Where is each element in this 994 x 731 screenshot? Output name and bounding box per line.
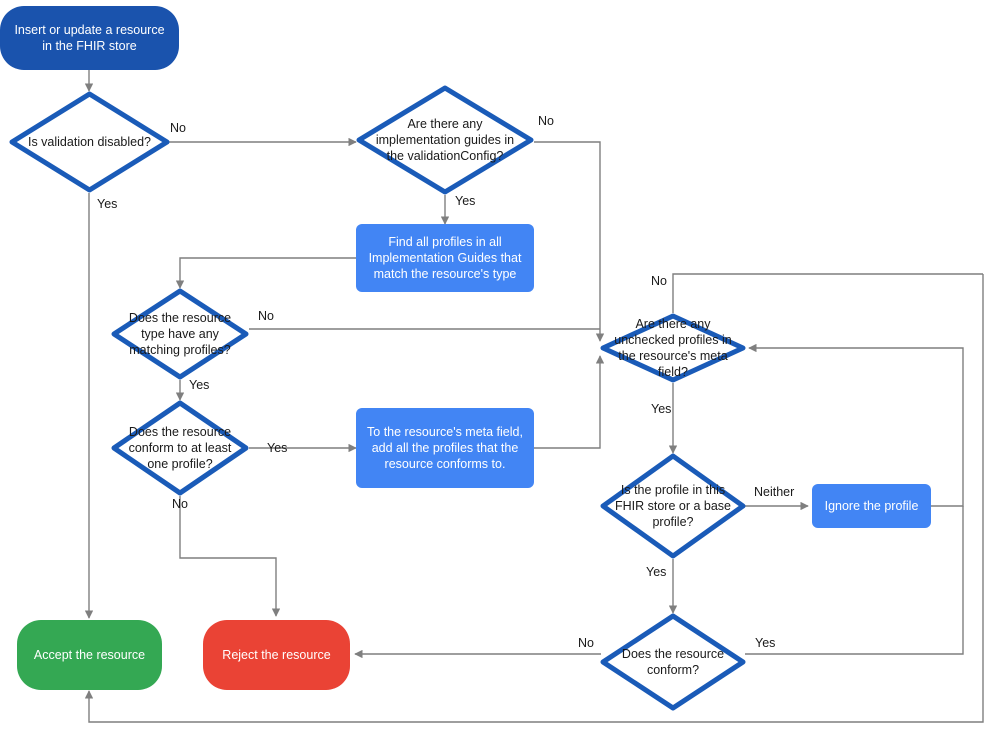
edge-label-matching-no: No [258, 309, 274, 323]
edge-outer-loopback-to-accept [84, 274, 984, 723]
edge-findprofiles-to-matching [175, 257, 356, 289]
node-find-all-profiles-label: Find all profiles in all Implementation … [368, 235, 522, 281]
diamond-shape [9, 91, 170, 193]
node-ignore-the-profile-label: Ignore the profile [824, 499, 919, 513]
diamond-shape [111, 400, 249, 496]
node-start-label: Insert or update a resource in the FHIR … [14, 23, 165, 53]
edge-conformone-no [179, 496, 281, 617]
node-are-there-implementation-guides[interactable]: Are there any implementation guides in t… [356, 85, 534, 195]
edge-label-profile-yes: Yes [646, 565, 667, 579]
node-accept-the-resource[interactable]: Accept the resource [17, 620, 162, 690]
edge-conform-yes [745, 506, 964, 655]
node-is-validation-disabled[interactable]: Is validation disabled? [9, 91, 170, 193]
diamond-shape [600, 453, 746, 559]
node-profile-in-store-or-base[interactable]: Is the profile in this FHIR store or a b… [600, 453, 746, 559]
diamond-shape [600, 613, 746, 711]
node-find-all-profiles[interactable]: Find all profiles in all Implementation … [356, 224, 534, 292]
node-add-profiles-to-meta[interactable]: To the resource's meta field, add all th… [356, 408, 534, 488]
edge-label-profile-neither: Neither [754, 485, 795, 499]
edge-label-conformone-yes: Yes [267, 441, 288, 455]
node-reject-the-resource-label: Reject the resource [222, 648, 331, 662]
node-are-there-implementation-guides-label: Are there any implementation guides in t… [375, 117, 515, 163]
node-resource-type-matching-profiles-label: Does the resource type have any matching… [128, 311, 232, 357]
node-resource-type-matching-profiles[interactable]: Does the resource type have any matching… [111, 288, 249, 380]
edge-label-validation-yes: Yes [97, 197, 118, 211]
diamond-shape [600, 313, 746, 383]
node-does-resource-conform-label: Does the resource conform? [621, 647, 725, 677]
edge-label-validation-no: No [170, 121, 186, 135]
diamond-shape [111, 288, 249, 380]
diamond-shape [356, 85, 534, 195]
node-unchecked-profiles-in-meta-label: Are there any unchecked profiles in the … [614, 317, 732, 379]
edge-addprofiles-to-unchecked [534, 355, 605, 449]
node-add-profiles-to-meta-label: To the resource's meta field, add all th… [367, 425, 523, 471]
edge-label-unchecked-yes: Yes [651, 402, 672, 416]
edge-label-implguides-no: No [538, 114, 554, 128]
edge-label-conform-no: No [578, 636, 594, 650]
node-start[interactable]: Insert or update a resource in the FHIR … [0, 6, 179, 70]
edge-label-conform-yes: Yes [755, 636, 776, 650]
node-is-validation-disabled-label: Is validation disabled? [27, 135, 151, 149]
node-unchecked-profiles-in-meta[interactable]: Are there any unchecked profiles in the … [600, 313, 746, 383]
edge-implguides-no [534, 141, 605, 342]
node-accept-the-resource-label: Accept the resource [33, 648, 146, 662]
edge-label-unchecked-no: No [651, 274, 667, 288]
node-profile-in-store-or-base-label: Is the profile in this FHIR store or a b… [614, 483, 731, 529]
node-conform-at-least-one-profile[interactable]: Does the resource conform to at least on… [111, 400, 249, 496]
edge-unchecked-no [672, 273, 983, 313]
node-does-resource-conform[interactable]: Does the resource conform? [600, 613, 746, 711]
edge-label-matching-yes: Yes [189, 378, 210, 392]
edge-label-conformone-no: No [172, 497, 188, 511]
node-ignore-the-profile[interactable]: Ignore the profile [812, 484, 931, 528]
edge-ignore-loopback [748, 343, 964, 507]
node-reject-the-resource[interactable]: Reject the resource [203, 620, 350, 690]
edge-label-implguides-yes: Yes [455, 194, 476, 208]
node-conform-at-least-one-profile-label: Does the resource conform to at least on… [128, 425, 232, 471]
